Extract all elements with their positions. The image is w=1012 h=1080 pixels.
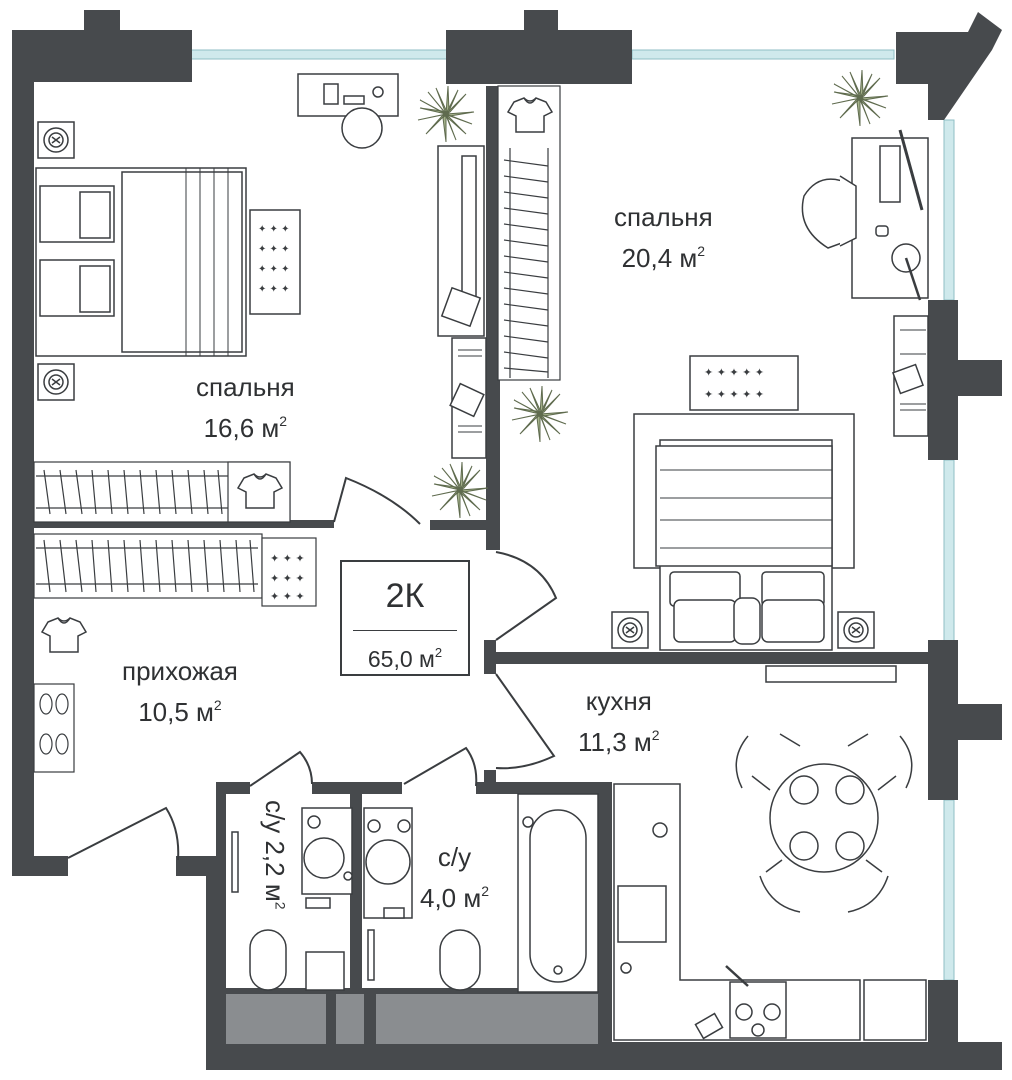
room-bathroom-1: с/у 2,2 м2 — [260, 800, 290, 910]
plant-icon — [511, 385, 569, 443]
svg-text:✦ ✦ ✦: ✦ ✦ ✦ — [258, 264, 290, 275]
stove-icon — [725, 965, 787, 1039]
plan-badge: 2К 65,0 м2 — [340, 560, 470, 676]
shoes-icon — [33, 683, 75, 773]
plant-icon — [417, 85, 475, 143]
rug-icon: ✦ ✦ ✦ ✦ ✦ ✦ ✦ ✦ ✦ ✦ ✦ ✦ — [249, 209, 301, 315]
svg-text:✦ ✦ ✦ ✦ ✦: ✦ ✦ ✦ ✦ ✦ — [704, 366, 764, 379]
shelf — [892, 315, 929, 437]
room-bathroom-2: с/у 4,0 м2 — [420, 840, 489, 915]
badge-divider — [353, 630, 457, 631]
room-bedroom-1: спальня 16,6 м2 — [196, 370, 295, 445]
shelf — [449, 337, 487, 459]
chair-icon — [801, 175, 857, 249]
plant-icon — [431, 461, 489, 519]
desk-icon — [297, 73, 399, 149]
kitchen-counter — [613, 783, 927, 1041]
wardrobe-icon — [33, 85, 561, 607]
nightstand-icon — [37, 121, 75, 159]
room-bedroom-2: спальня 20,4 м2 — [614, 200, 713, 275]
room-area: 16,6 м2 — [203, 413, 288, 443]
room-hallway: прихожая 10,5 м2 — [122, 654, 238, 729]
bed-icon — [633, 413, 855, 651]
svg-text:✦ ✦ ✦: ✦ ✦ ✦ — [258, 244, 290, 255]
tv-icon — [765, 665, 897, 683]
nightstand-icon — [37, 363, 75, 401]
toilet-icon — [231, 831, 345, 991]
nightstand-icon — [837, 611, 875, 649]
room-name: спальня — [614, 202, 713, 232]
svg-text:✦ ✦ ✦: ✦ ✦ ✦ — [270, 552, 305, 565]
sink-icon — [363, 807, 413, 981]
room-area: 11,3 м2 — [578, 727, 660, 757]
svg-text:✦ ✦ ✦: ✦ ✦ ✦ — [258, 284, 290, 295]
room-name: с/у — [437, 842, 472, 872]
walls — [12, 10, 1002, 1070]
table-icon — [735, 733, 913, 913]
apartment-type: 2К — [385, 577, 425, 615]
room-name: прихожая — [122, 656, 238, 686]
room-area: 20,4 м2 — [621, 243, 706, 273]
room-area: 4,0 м2 — [420, 883, 490, 913]
svg-text:✦ ✦ ✦: ✦ ✦ ✦ — [270, 572, 305, 585]
total-area: 65,0 м2 — [367, 645, 443, 672]
room-kitchen: кухня 11,3 м2 — [578, 684, 660, 759]
rug-icon: ✦ ✦ ✦ ✦ ✦ ✦ ✦ ✦ ✦ — [270, 552, 305, 603]
shafts — [226, 988, 598, 1044]
svg-text:✦ ✦ ✦: ✦ ✦ ✦ — [258, 224, 290, 235]
bed-icon — [35, 167, 247, 357]
room-area: 10,5 м2 — [138, 697, 222, 727]
nightstand-icon — [611, 611, 649, 649]
toilet-icon — [439, 929, 481, 991]
tv-unit — [437, 145, 485, 337]
room-name: кухня — [585, 686, 652, 716]
sink-icon — [301, 807, 353, 909]
room-name: с/у 2,2 м — [260, 800, 290, 902]
svg-text:✦ ✦ ✦: ✦ ✦ ✦ — [270, 590, 305, 603]
svg-text:✦ ✦ ✦ ✦ ✦: ✦ ✦ ✦ ✦ ✦ — [704, 388, 764, 401]
appliance-icon — [694, 1012, 724, 1040]
shirt-icon — [41, 617, 87, 653]
desk-icon — [851, 129, 929, 301]
rug-icon: ✦ ✦ ✦ ✦ ✦ ✦ ✦ ✦ ✦ ✦ — [689, 355, 799, 411]
doors — [67, 476, 558, 861]
bathtub-icon — [517, 793, 599, 993]
plant-icon — [831, 69, 889, 127]
room-name: спальня — [196, 372, 295, 402]
